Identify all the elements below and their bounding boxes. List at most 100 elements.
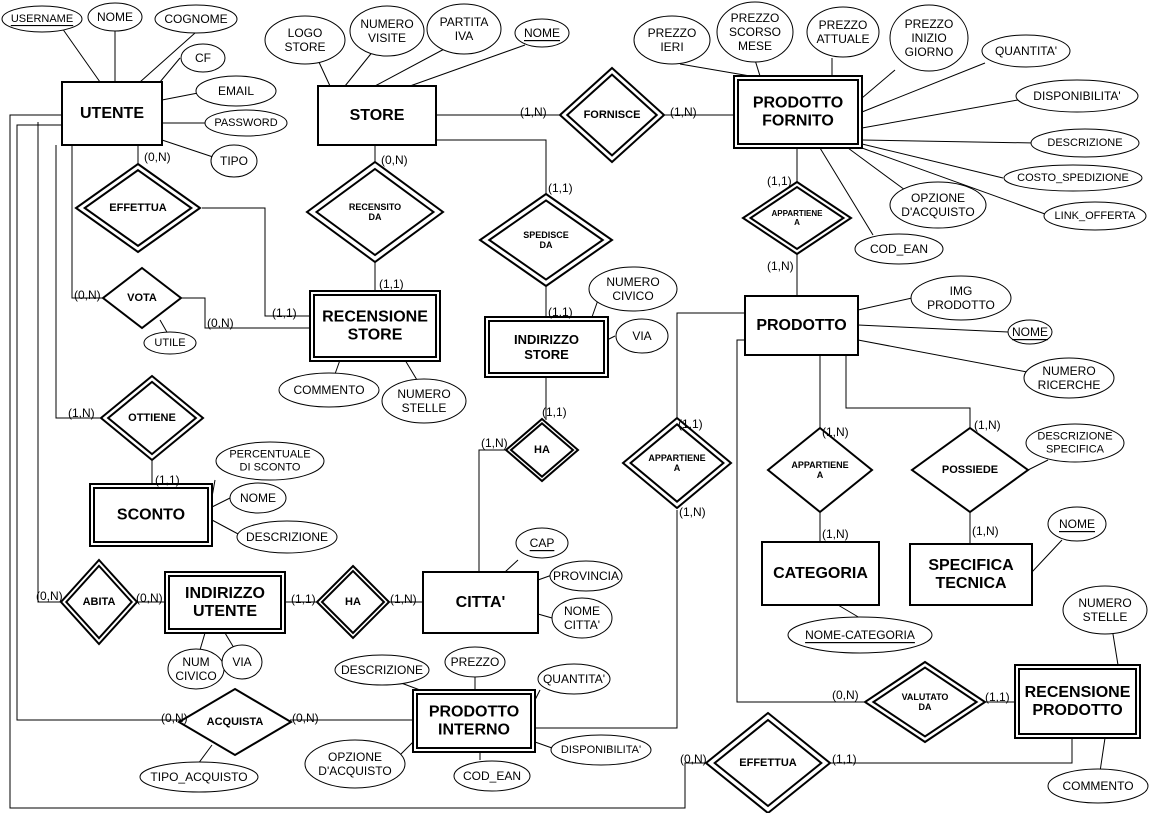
- cardinality-vota-recensione: (0,N): [207, 316, 234, 330]
- label-line: TIPO: [220, 154, 248, 168]
- label-line: VOTA: [127, 292, 157, 304]
- label-line: PREZZO: [731, 11, 780, 25]
- cardinality-effettua-recensione-prodotto: (1,1): [832, 752, 857, 766]
- label-line: PASSWORD: [214, 117, 277, 129]
- label-line: INIZIO: [911, 31, 946, 45]
- relationship-fornisce: FORNISCE: [558, 66, 666, 164]
- attribute-via-utente: VIA: [221, 644, 263, 680]
- label-line: HA: [534, 444, 550, 456]
- attribute-nome-store: NOME: [514, 18, 570, 48]
- label-line: IVA: [455, 29, 473, 43]
- label-line: OTTIENE: [128, 412, 176, 424]
- cardinality-utente-effettua-prodotto: (0,N): [680, 752, 707, 766]
- label-line: COD_EAN: [463, 769, 521, 783]
- relationship-ottiene: OTTIENE: [99, 374, 205, 462]
- attribute-cod-ean-interno: COD_EAN: [453, 760, 531, 792]
- entity-store: STORE: [317, 85, 437, 146]
- cardinality-store-recensito: (0,N): [381, 153, 408, 167]
- label-line: NUMERO: [1042, 364, 1095, 378]
- label-line: UTILE: [154, 337, 185, 349]
- label-line: DA: [540, 240, 553, 250]
- label-line: SPEDISCE: [523, 230, 569, 240]
- label-line: NOME: [564, 604, 600, 618]
- label-line: POSSIEDE: [942, 464, 998, 476]
- label-line: RECENSIONE: [322, 308, 428, 325]
- label-line: PRODOTTO: [927, 298, 995, 312]
- attribute-quantita-fornito: QUANTITA': [981, 34, 1071, 68]
- label-line: PRODOTTO: [1032, 702, 1122, 719]
- cardinality-prodotto-possiede: (1,N): [974, 418, 1001, 432]
- label-line: TECNICA: [935, 575, 1007, 592]
- label-line: MESE: [738, 39, 772, 53]
- label-line: NOME: [1059, 517, 1095, 531]
- attribute-cod-ean-fornito: COD_EAN: [854, 233, 944, 265]
- cardinality-utente-ottiene: (1,N): [68, 406, 95, 420]
- label-line: ACQUISTA: [207, 716, 264, 728]
- cardinality-indirizzo-ha: (1,1): [542, 405, 567, 419]
- label-line: ABITA: [83, 596, 116, 608]
- attribute-nome-prodotto: NOME: [1007, 319, 1053, 345]
- relationship-ha-store: HA: [504, 417, 580, 483]
- label-line: PROVINCIA: [553, 569, 619, 583]
- entity-prodotto: PRODOTTO: [744, 295, 859, 356]
- label-line: EMAIL: [218, 84, 254, 98]
- label-line: EFFETTUA: [739, 757, 796, 769]
- attribute-descrizione-fornito: DESCRIZIONE: [1030, 128, 1140, 158]
- label-line: DA: [919, 702, 932, 712]
- cardinality-store-spedisce: (1,1): [548, 181, 573, 195]
- relationship-ha-utente: HA: [315, 564, 391, 640]
- label-line: INTERNO: [438, 722, 510, 739]
- cardinality-possiede-specifica: (1,N): [972, 524, 999, 538]
- label-line: DESCRIZIONE: [1047, 137, 1122, 149]
- relationship-possiede: POSSIEDE: [910, 426, 1030, 514]
- relationship-vota: VOTA: [101, 266, 183, 330]
- cardinality-fornito-appartiene: (1,1): [767, 174, 792, 188]
- label-line: NOME: [1012, 325, 1048, 339]
- cardinality-ottiene-sconto: (1,1): [155, 473, 180, 487]
- label-line: VISITE: [368, 31, 406, 45]
- label-line: PRODOTTO: [429, 703, 519, 720]
- label-line: ATTUALE: [816, 32, 869, 46]
- cardinality-recensito-recensione: (1,1): [379, 277, 404, 291]
- label-line: FORNISCE: [584, 109, 641, 121]
- connector-lines: [9, 27, 1119, 809]
- attribute-utile: UTILE: [143, 331, 197, 355]
- attribute-username: USERNAME: [1, 5, 83, 33]
- cardinality-effettua-recensione: (1,1): [272, 306, 297, 320]
- label-line: A: [674, 463, 681, 473]
- label-line: DA: [369, 212, 382, 222]
- label-line: NOME: [240, 491, 276, 505]
- attribute-tipo-acquisto: TIPO_ACQUISTO: [139, 761, 259, 793]
- relationship-effettua-recensione: EFFETTUA: [74, 162, 202, 254]
- label-line: APPARTIENE: [791, 460, 848, 470]
- label-line: VIA: [232, 655, 251, 669]
- label-line: STORE: [348, 327, 403, 344]
- cardinality-utente-vota: (0,N): [74, 288, 101, 302]
- label-line: COD_EAN: [870, 242, 928, 256]
- attribute-disponibilita-interno: DISPONIBILITA': [550, 734, 652, 766]
- label-line: FORNITO: [762, 113, 834, 130]
- relationship-acquista: ACQUISTA: [177, 687, 293, 757]
- cardinality-spedisce-indirizzo: (1,1): [548, 305, 573, 319]
- label-line: QUANTITA': [995, 44, 1057, 58]
- label-line: LINK_OFFERTA: [1055, 210, 1137, 222]
- entity-recensione-store: RECENSIONE STORE: [309, 290, 441, 362]
- attribute-commento-prodotto: COMMENTO: [1047, 768, 1149, 804]
- label-line: USERNAME: [11, 13, 73, 25]
- attribute-nome-specifica: NOME: [1047, 506, 1107, 542]
- label-line: PRODOTTO: [756, 317, 846, 334]
- attribute-via-store: VIA: [615, 318, 669, 354]
- label-line: RECENSIONE: [1025, 684, 1131, 701]
